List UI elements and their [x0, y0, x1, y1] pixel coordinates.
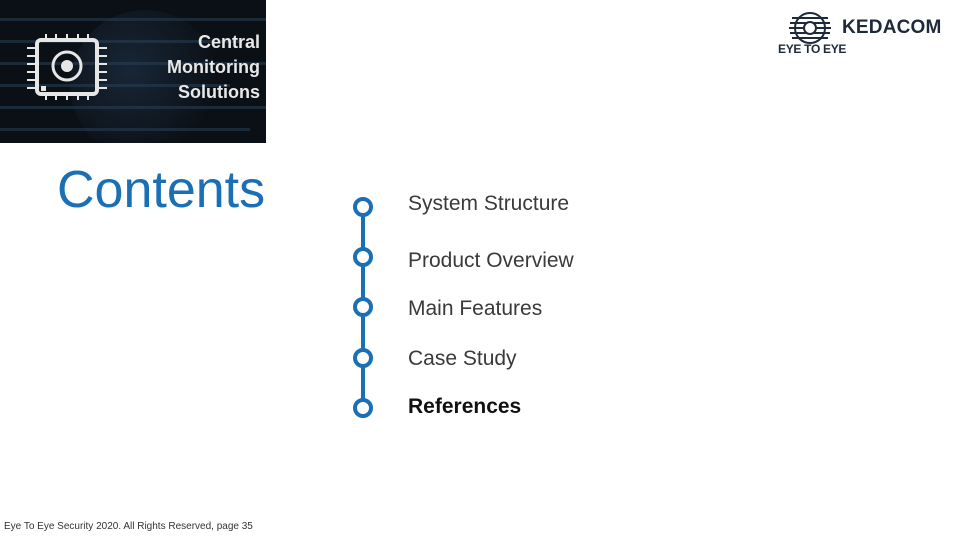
agenda-item-product-overview[interactable]: Product Overview	[408, 249, 574, 272]
agenda-item-case-study[interactable]: Case Study	[408, 347, 517, 370]
kedacom-globe-icon	[789, 12, 831, 44]
banner-title-line: Solutions	[178, 82, 260, 102]
logo-brand: KEDACOM	[842, 17, 942, 38]
banner-title: Central Monitoring Solutions	[140, 30, 260, 105]
kedacom-logo: KEDACOM EYE TO EYE	[776, 10, 952, 66]
chip-eye-icon	[27, 34, 107, 100]
footer-copyright: Eye To Eye Security 2020. All Rights Res…	[4, 521, 253, 532]
timeline-node	[353, 247, 373, 267]
agenda-item-system-structure[interactable]: System Structure	[408, 192, 570, 215]
agenda-item-references[interactable]: References	[408, 395, 522, 418]
timeline-node	[353, 297, 373, 317]
logo-sub: EYE TO EYE	[778, 42, 847, 56]
banner-title-line: Central	[197, 32, 260, 52]
header-banner: Central Monitoring Solutions	[0, 0, 266, 143]
page-title: Contents	[57, 161, 266, 219]
timeline-node	[353, 348, 373, 368]
agenda-item-main-features[interactable]: Main Features	[408, 297, 543, 320]
timeline-node	[353, 197, 373, 217]
banner-title-line: Monitoring	[167, 57, 260, 77]
timeline-node	[353, 398, 373, 418]
